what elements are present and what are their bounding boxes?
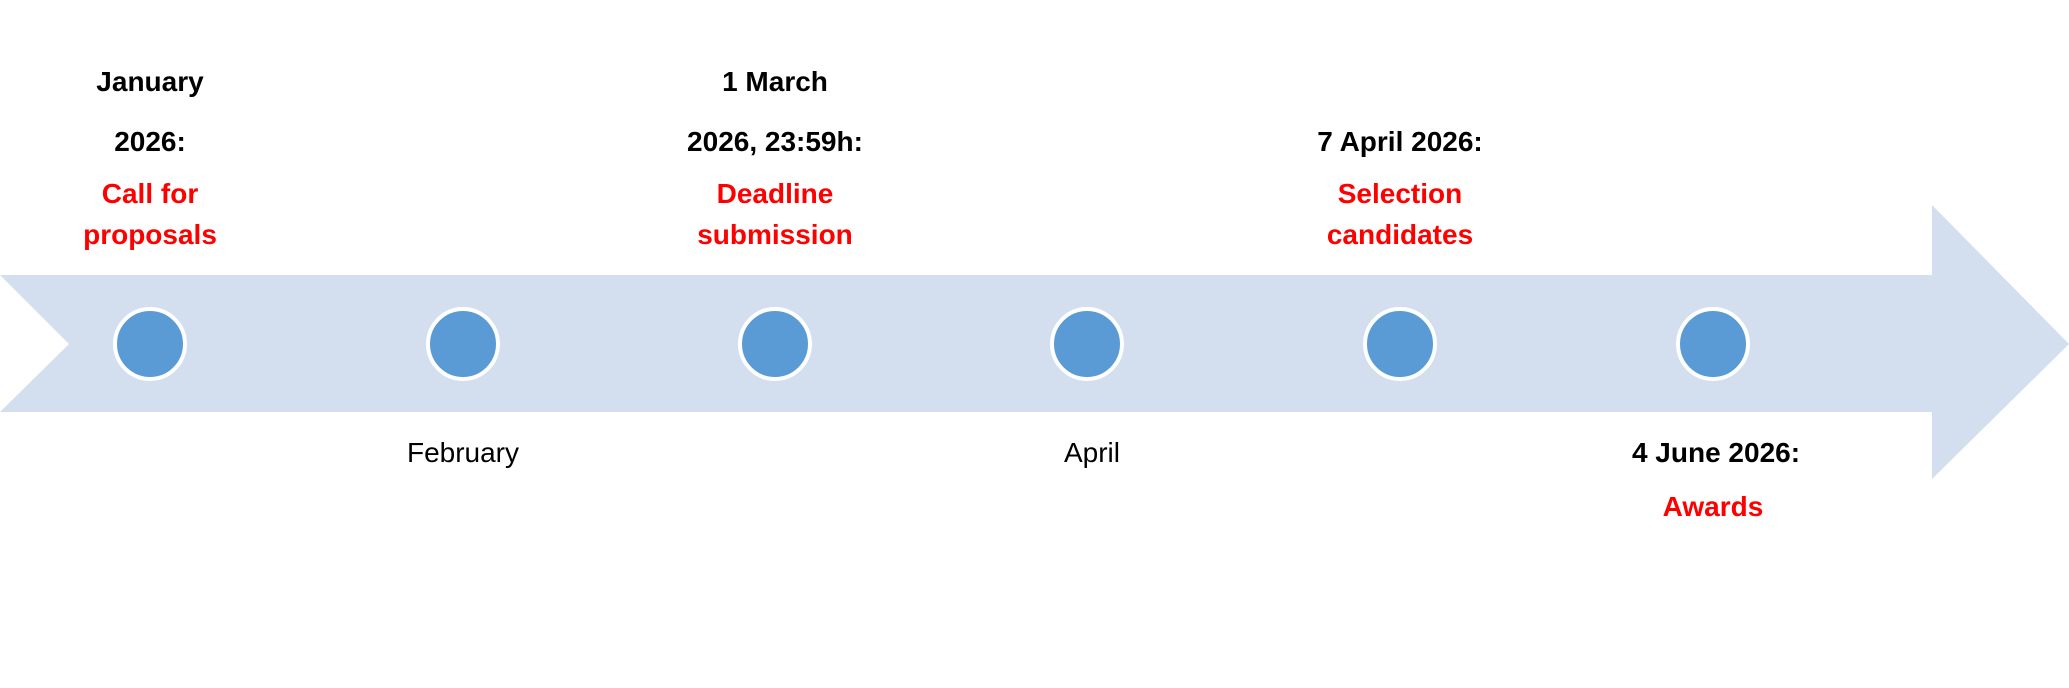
milestone-event: Call for	[101, 178, 199, 209]
month-label: April	[1063, 437, 1120, 468]
timeline-arrow-shape	[0, 205, 2069, 479]
milestone-dot-march	[738, 307, 812, 381]
milestone-date: 2026:	[114, 126, 186, 157]
milestone-dot-february	[426, 307, 500, 381]
milestone-date: 4 June 2026:	[1631, 437, 1801, 468]
milestone-event: Deadline	[716, 178, 834, 209]
milestone-event: proposals	[83, 219, 217, 250]
milestone-date: 1 March	[722, 66, 828, 97]
milestone-date: 2026, 23:59h:	[687, 126, 863, 157]
milestone-date: January	[96, 66, 204, 97]
milestone-dot-april	[1050, 307, 1124, 381]
milestone-event: Awards	[1662, 491, 1764, 522]
month-label: February	[406, 437, 520, 468]
milestone-event: candidates	[1326, 219, 1474, 250]
milestone-date: 7 April 2026:	[1317, 126, 1483, 157]
milestone-event: submission	[697, 219, 853, 250]
milestone-event: Selection	[1337, 178, 1463, 209]
milestone-dot-june	[1676, 307, 1750, 381]
milestone-dot-selection	[1363, 307, 1437, 381]
milestone-dot-january	[113, 307, 187, 381]
